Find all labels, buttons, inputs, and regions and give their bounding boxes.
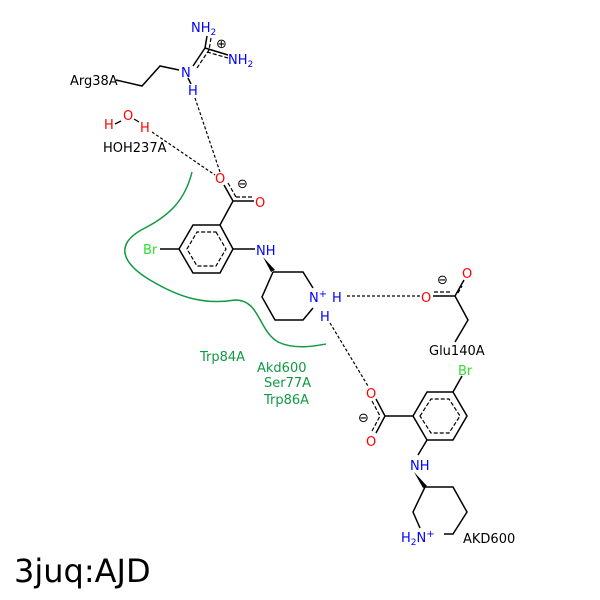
atom-o-lig2b: O <box>366 435 376 450</box>
negative-charge-icon: ⊖ <box>237 177 248 192</box>
negative-charge-icon: ⊖ <box>437 273 448 288</box>
negative-charge-icon: ⊖ <box>358 411 369 426</box>
atom-h2nplus: H2N+ <box>401 529 435 548</box>
atom-nh2-right: NH2 <box>228 53 253 70</box>
atom-br-1: Br <box>143 243 158 258</box>
atom-nh-1: NH <box>256 244 276 259</box>
arg38a-residue: Arg38A NH2 ⊕ NH2 N H <box>70 21 253 99</box>
hbond-arg <box>194 97 221 173</box>
atom-n-arg: N <box>181 66 191 81</box>
atom-br-2: Br <box>458 364 473 379</box>
atom-o-carboxyl1: O <box>215 172 225 187</box>
glu140a-label: Glu140A <box>429 344 485 359</box>
hbond-water <box>151 131 216 176</box>
atom-h-n1b: H <box>320 310 330 325</box>
water-hoh237a: H O H HOH237A <box>103 109 167 156</box>
akd600-label: AKD600 <box>463 532 515 547</box>
glu140a-residue: O ⊖ O Glu140A <box>421 267 485 359</box>
atom-nplus-1: N+ <box>309 289 327 306</box>
arg38a-label: Arg38A <box>70 74 118 89</box>
atom-h-water2: H <box>140 121 150 136</box>
hydrophobic-contact-curve <box>124 171 327 348</box>
atom-h-water1: H <box>104 118 114 133</box>
diagram-title: 3juq:AJD <box>14 552 151 590</box>
atom-h-arg: H <box>188 84 198 99</box>
atom-nh-2: NH <box>410 459 430 474</box>
ligand-akd600: O ⊖ O Br NH H2N+ AKD600 <box>358 364 515 548</box>
ligand-main: O ⊖ O Br NH N+ H H <box>143 172 342 325</box>
hoh237a-label: HOH237A <box>103 141 167 156</box>
contact-label-akd600: Akd600 <box>257 361 307 376</box>
atom-o-carboxyl2: O <box>255 196 265 211</box>
atom-o-glu2: O <box>462 267 472 282</box>
atom-nh2-top: NH2 <box>191 21 216 38</box>
atom-o-lig2a: O <box>366 387 376 402</box>
positive-charge-icon: ⊕ <box>216 37 227 52</box>
hbond-ligand2 <box>329 322 369 387</box>
contact-label-ser77a: Ser77A <box>264 376 311 391</box>
atom-o-water: O <box>123 109 133 124</box>
contact-label-trp84a: Trp84A <box>199 350 245 365</box>
atom-o-glu1: O <box>421 291 431 306</box>
atom-h-n1a: H <box>332 291 342 306</box>
contact-label-trp86a: Trp86A <box>263 393 309 408</box>
